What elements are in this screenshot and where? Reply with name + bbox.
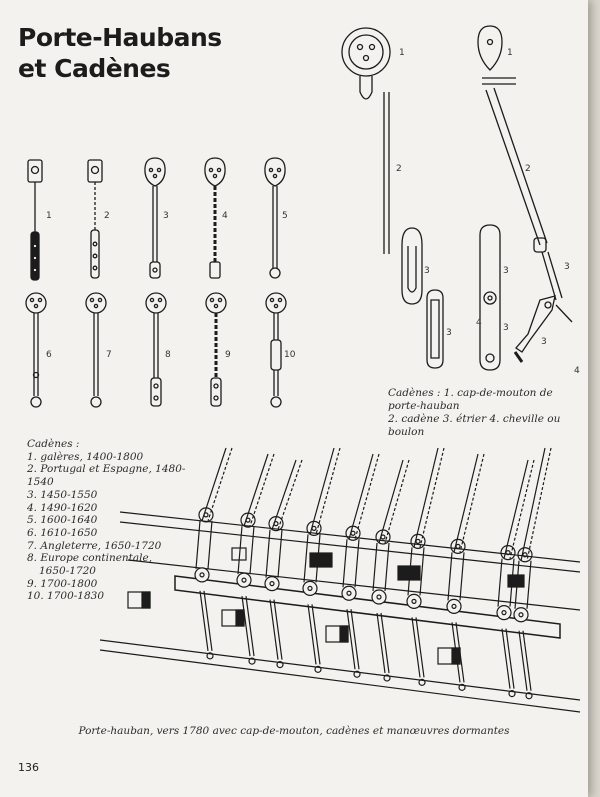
caption-parts: Cadènes : 1. cap-de-mouton de porte-haub…	[388, 387, 588, 439]
figure-number: 5	[282, 211, 288, 221]
figure-number: 2	[104, 211, 110, 221]
legend-item: 10. 1700-1830	[27, 590, 105, 603]
legend-item: 4. 1490-1620	[27, 501, 98, 514]
figure-number: 8	[165, 350, 171, 360]
figure-number: 4	[476, 318, 482, 328]
figure-number: 3	[503, 266, 509, 276]
caption-parts-line-2: 2. cadène 3. étrier 4. cheville ou boulo…	[388, 413, 561, 438]
figure-number: 2	[396, 164, 402, 174]
title-line-2: et Cadènes	[18, 54, 171, 83]
legend-item: 2. Portugal et Espagne, 1480-1540	[27, 463, 186, 489]
legend-item: 8. Europe continentale,	[27, 552, 153, 565]
legend-item: 1. galères, 1400-1800	[27, 450, 144, 463]
legend-item: 1650-1720	[39, 565, 96, 578]
legend-item: 3. 1450-1550	[27, 488, 98, 501]
figure-number: 3	[503, 323, 509, 333]
figure-number: 3	[564, 262, 570, 272]
figure-number: 9	[225, 350, 231, 360]
figure-number: 1	[399, 48, 405, 58]
figure-number: 4	[574, 366, 580, 376]
figure-number: 1	[46, 211, 52, 221]
chainplate-types-illustration	[25, 157, 287, 408]
figure-number: 3	[541, 337, 547, 347]
legend-heading: Cadènes :	[27, 438, 80, 450]
figure-number: 6	[46, 350, 52, 360]
chainplate-parts-diagram	[341, 25, 573, 371]
legend-item: 6. 1610-1650	[27, 526, 98, 539]
chainplate-legend: Cadènes : 1. galères, 1400-1800 2. Portu…	[27, 438, 207, 603]
page-title: Porte-Haubans et Cadènes	[18, 22, 222, 84]
figure-number: 3	[446, 328, 452, 338]
figure-number: 2	[525, 164, 531, 174]
legend-item: 9. 1700-1800	[27, 577, 98, 590]
figure-number: 10	[284, 350, 296, 360]
legend-item: 7. Angleterre, 1650-1720	[27, 539, 162, 552]
page-number: 136	[18, 761, 39, 774]
figure-number: 3	[424, 266, 430, 276]
channel-rigging-illustration	[99, 447, 581, 713]
legend-list: 1. galères, 1400-1800 2. Portugal et Esp…	[27, 451, 207, 603]
figure-number: 7	[106, 350, 112, 360]
caption-channel: Porte-hauban, vers 1780 avec cap-de-mout…	[78, 725, 510, 737]
figure-number: 1	[507, 48, 513, 58]
figure-number: 4	[222, 211, 228, 221]
figure-number: 3	[163, 211, 169, 221]
caption-parts-line-1: Cadènes : 1. cap-de-mouton de porte-haub…	[388, 387, 553, 412]
title-line-1: Porte-Haubans	[18, 23, 222, 52]
legend-item: 5. 1600-1640	[27, 514, 98, 527]
